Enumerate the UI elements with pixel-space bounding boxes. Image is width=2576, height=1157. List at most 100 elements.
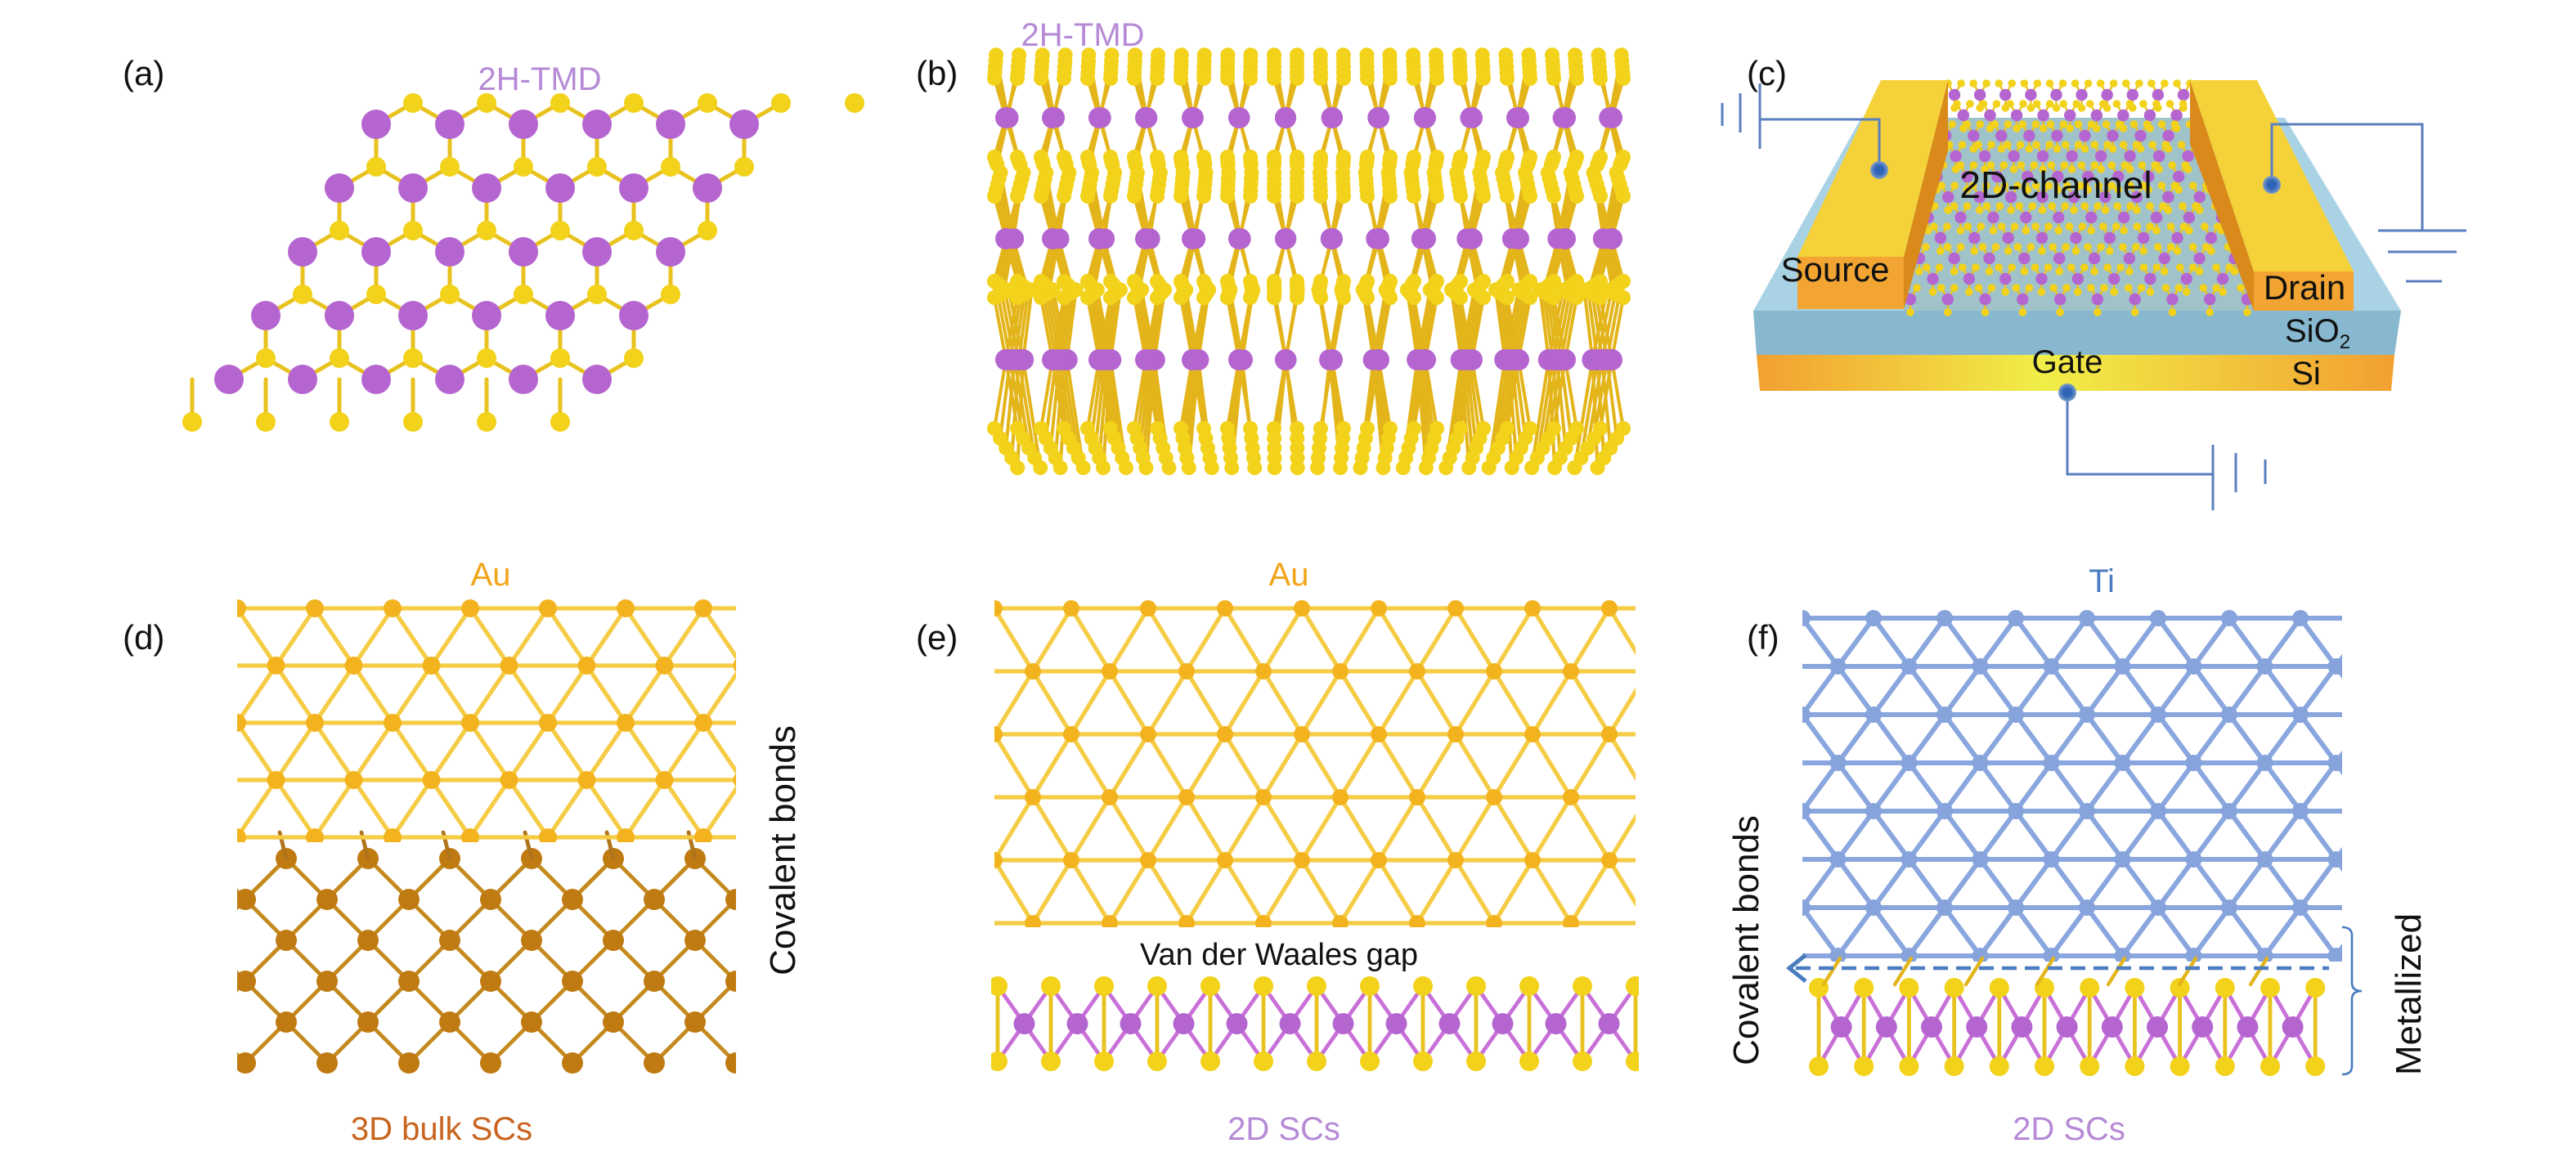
bulk-sc-atom [194,848,215,869]
chalcogen-atom [514,285,533,304]
bond [1686,860,1725,923]
atom [2292,610,2309,626]
metal-atom [2150,211,2163,224]
bond [1299,795,1343,863]
metal-atom [656,110,685,139]
atom [1217,726,1233,742]
bond [2156,712,2197,765]
atom [2079,899,2095,916]
chalcogen-atom [2090,141,2098,149]
bond [1100,294,1115,361]
chalcogen-atom [2103,141,2112,149]
atom [1140,726,1156,742]
atom [2363,706,2380,723]
bond [1977,712,2018,765]
metal-atom [1279,1013,1301,1034]
bond [1030,795,1074,863]
chalcogen-atom [1546,290,1561,305]
chalcogen-atom [1523,189,1537,204]
bond [273,606,317,668]
atom [500,657,518,675]
bond [1146,606,1189,674]
bulk-sc-atom [644,1052,665,1074]
bond [1607,813,1636,863]
atom [1102,915,1118,927]
bulk-sc-atom [357,930,379,951]
chalcogen-atom [1948,120,1956,128]
chalcogen-atom [2085,100,2094,108]
chalcogen-atom [1978,243,1987,251]
chalcogen-atom [1972,263,1980,271]
chalcogen-atom [2130,308,2139,316]
chalcogen-atom [624,93,644,113]
bond [164,940,204,981]
chalcogen-atom [1080,150,1095,164]
chalcogen-atom [1360,290,1375,305]
metal-atom [1978,150,1991,163]
atom [1447,726,1464,742]
chalcogen-atom [1413,1052,1433,1071]
bond [777,1022,818,1063]
chalcogen-atom [1150,189,1165,204]
chalcogen-atom [2096,79,2105,87]
bond [2408,859,2444,908]
chalcogen-atom [2074,120,2083,128]
chalcogen-atom [1523,150,1537,164]
metal-atom [1508,228,1529,249]
metal-atom [2282,1016,2304,1038]
chalcogen-atom [2107,161,2116,169]
metal-atom [2101,88,2113,101]
chalcogen-atom [1243,421,1258,436]
chalcogen-atom [2023,186,2032,194]
metal-atom [2193,252,2206,265]
bond [1906,905,1947,958]
chalcogen-atom [2188,182,2197,190]
metal-atom [2025,88,2037,101]
atom [2292,803,2309,819]
bond [1906,664,1947,717]
chalcogen-atom [1969,79,1977,87]
bond [993,358,1008,430]
chalcogen-atom [1997,222,2006,231]
metal-atom [545,301,575,330]
bulk-sc-atom [398,971,420,992]
chalcogen-atom [1429,290,1444,305]
metal-atom [2079,129,2091,142]
chalcogen-atom [256,348,276,368]
bond [1977,616,2018,669]
chalcogen-atom [1196,71,1211,86]
bond [1696,715,1732,763]
atom [1294,852,1310,868]
atom [655,771,674,789]
bond [1107,606,1151,674]
bond [1452,289,1466,361]
metal-atom [2162,191,2174,204]
atom [2185,658,2202,675]
bond [1906,616,1947,669]
bond [1421,294,1437,361]
chalcogen-atom [1010,189,1025,204]
atom [2399,851,2416,868]
bond [1376,606,1420,674]
chalcogen-atom [1196,421,1211,436]
bond [121,723,160,780]
atom [2327,658,2342,675]
bond [468,606,512,668]
chalcogen-atom [1992,100,2001,108]
bond [1008,294,1023,361]
chalcogen-atom [1899,1056,1919,1076]
metal-atom [2002,231,2014,244]
chalcogen-atom [2098,100,2107,108]
chalcogen-atom [1196,150,1211,164]
metal-atom [2067,191,2080,204]
bulk-sc-atom [316,889,338,910]
metal-atom [1545,1013,1567,1034]
bond [312,720,357,783]
bond [506,663,550,725]
chalcogen-atom [2182,288,2191,296]
chalcogen-atom [550,348,570,368]
atom [772,599,790,617]
chalcogen-atom [1573,1052,1592,1071]
bond [1548,294,1563,361]
bond [1871,857,1912,910]
